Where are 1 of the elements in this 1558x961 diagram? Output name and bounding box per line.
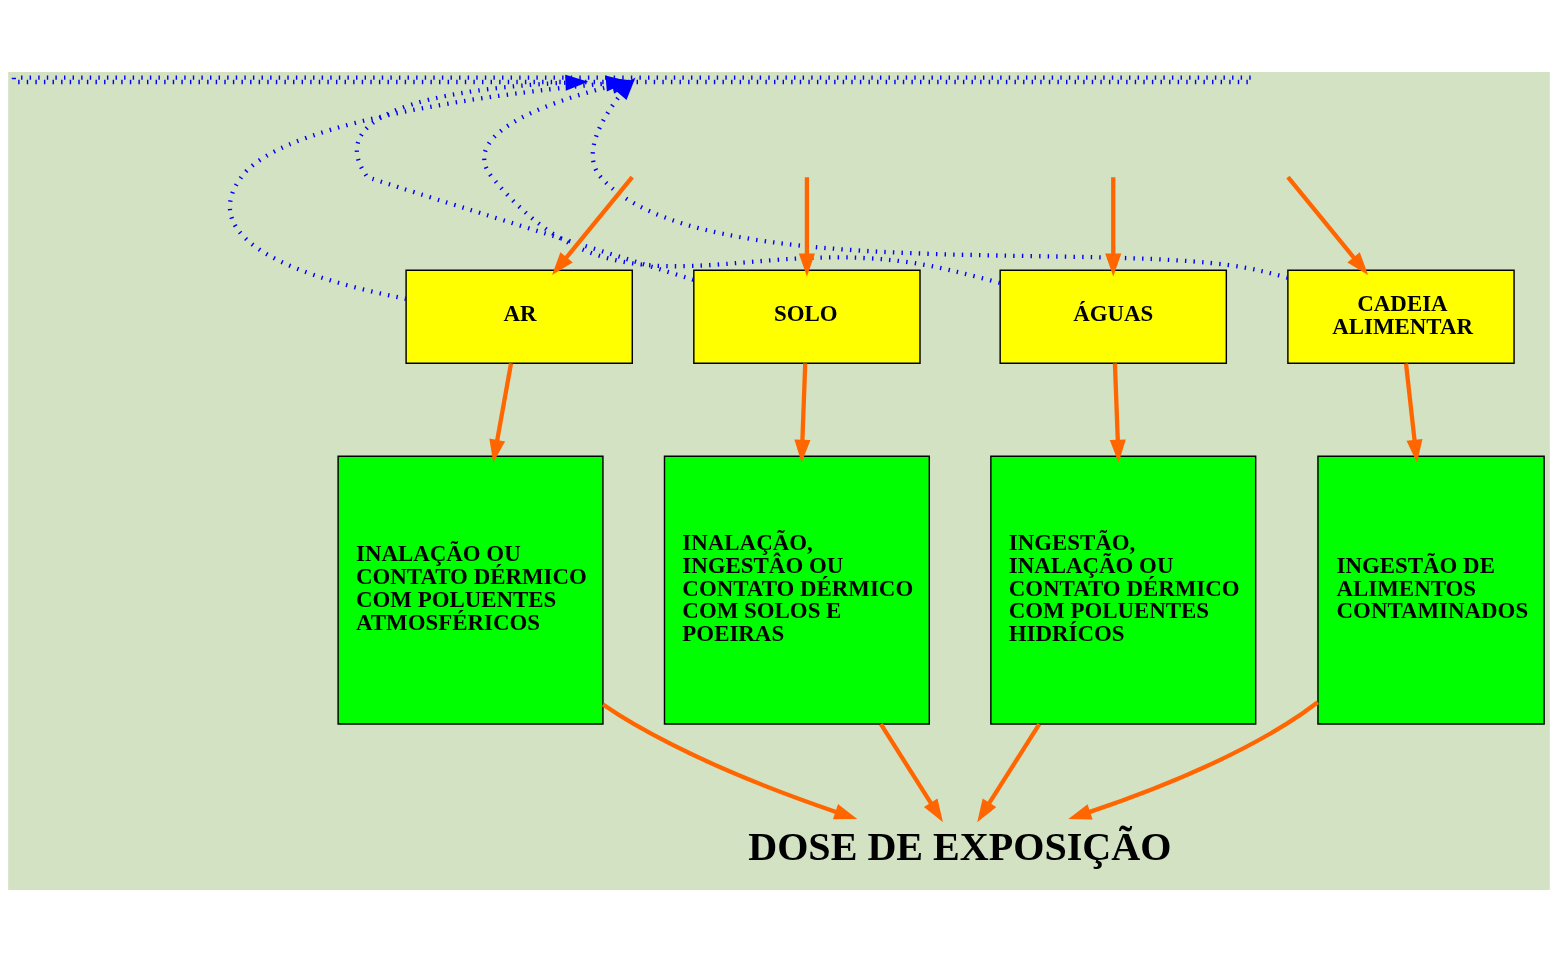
node-text: DOSE DE EXPOSIÇÃO (748, 823, 1172, 869)
